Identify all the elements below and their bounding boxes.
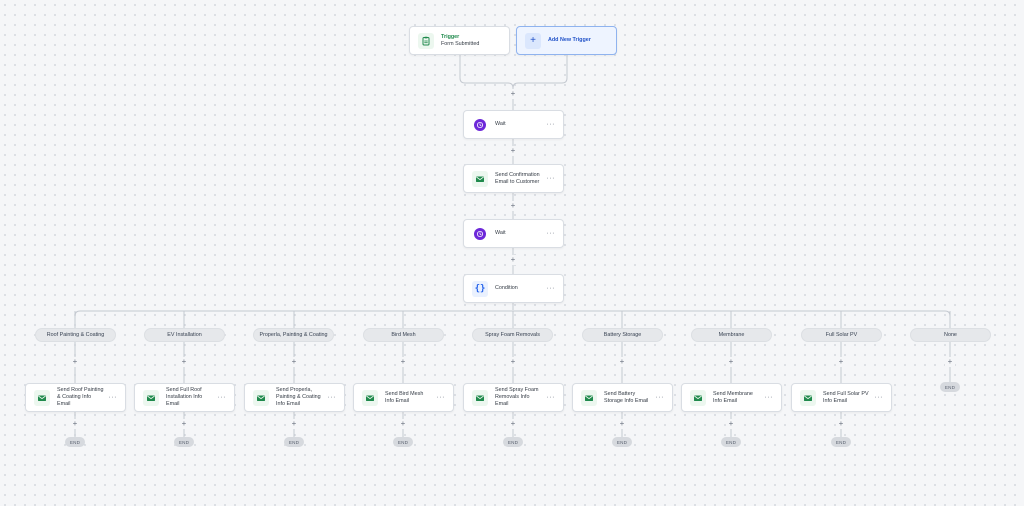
email-icon xyxy=(253,389,269,406)
email-icon xyxy=(472,389,488,406)
send-email-step[interactable]: Send Membrane Info Email ··· xyxy=(681,383,782,412)
trigger-type-label: Trigger xyxy=(441,33,460,40)
add-step-button[interactable]: + xyxy=(70,419,80,429)
step-label: Send Full Roof Installation Info Email xyxy=(166,387,203,407)
end-marker: END xyxy=(174,437,194,447)
send-email-step[interactable]: Send Bird Mesh Info Email ··· xyxy=(353,383,454,412)
add-step-button[interactable]: + xyxy=(398,357,408,367)
branch-condition-pill[interactable]: Bird Mesh xyxy=(363,328,444,342)
branch-condition-pill[interactable]: Properla, Painting & Coating xyxy=(253,328,334,342)
wait-step[interactable]: Wait ··· xyxy=(463,110,564,139)
end-marker: END xyxy=(721,437,741,447)
add-step-button[interactable]: + xyxy=(726,357,736,367)
more-options-icon[interactable]: ··· xyxy=(764,394,773,401)
more-options-icon[interactable]: ··· xyxy=(546,285,555,292)
plus-icon: + xyxy=(525,32,541,49)
add-step-button[interactable]: + xyxy=(508,89,518,99)
add-step-button[interactable]: + xyxy=(945,357,955,367)
connector-line xyxy=(459,55,514,89)
step-label: Wait xyxy=(495,230,506,236)
step-label: Send Spray Foam Removals Info Email xyxy=(495,387,539,407)
add-step-button[interactable]: + xyxy=(726,419,736,429)
add-step-button[interactable]: + xyxy=(179,419,189,429)
step-label: Send Battery Storage Info Email xyxy=(604,390,649,404)
step-label: Wait xyxy=(495,121,506,127)
email-icon xyxy=(34,389,50,406)
more-options-icon[interactable]: ··· xyxy=(655,394,664,401)
add-step-button[interactable]: + xyxy=(289,357,299,367)
send-email-step[interactable]: Send Properla, Painting & Coating Info E… xyxy=(244,383,345,412)
add-step-button[interactable]: + xyxy=(70,357,80,367)
clock-icon xyxy=(472,117,488,133)
branch-condition-pill[interactable]: Spray Foam Removals xyxy=(472,328,553,342)
step-label: Send Full Solar PV Info Email xyxy=(823,390,869,404)
send-email-step[interactable]: Send Battery Storage Info Email ··· xyxy=(572,383,673,412)
email-icon xyxy=(690,389,706,406)
branch-condition-pill[interactable]: EV Installation xyxy=(144,328,225,342)
step-label: Send Bird Mesh Info Email xyxy=(385,390,424,404)
braces-icon: {} xyxy=(472,280,488,297)
add-step-button[interactable]: + xyxy=(179,357,189,367)
step-label: Send Confirmation Email to Customer xyxy=(495,171,540,185)
send-email-step[interactable]: Send Full Solar PV Info Email ··· xyxy=(791,383,892,412)
end-marker: END xyxy=(393,437,413,447)
branch-condition-pill[interactable]: Roof Painting & Coating xyxy=(35,328,116,342)
condition-step[interactable]: {} Condition ··· xyxy=(463,274,564,303)
clock-icon xyxy=(472,226,488,242)
branch-condition-pill[interactable]: Membrane xyxy=(691,328,772,342)
email-icon xyxy=(143,389,159,406)
add-step-button[interactable]: + xyxy=(508,357,518,367)
more-options-icon[interactable]: ··· xyxy=(546,230,555,237)
more-options-icon[interactable]: ··· xyxy=(546,175,555,182)
clipboard-icon xyxy=(418,32,434,49)
more-options-icon[interactable]: ··· xyxy=(108,394,117,401)
add-step-button[interactable]: + xyxy=(289,419,299,429)
trigger-name: Form Submitted xyxy=(441,40,480,47)
connector-line xyxy=(512,55,568,89)
end-marker: END xyxy=(612,437,632,447)
email-icon xyxy=(800,389,816,406)
email-icon xyxy=(581,389,597,406)
add-step-button[interactable]: + xyxy=(508,146,518,156)
email-icon xyxy=(362,389,378,406)
end-marker: END xyxy=(940,382,960,392)
send-email-step[interactable]: Send Full Roof Installation Info Email ·… xyxy=(134,383,235,412)
branch-condition-pill[interactable]: Full Solar PV xyxy=(801,328,882,342)
branch-condition-pill[interactable]: Battery Storage xyxy=(582,328,663,342)
branch-condition-pill[interactable]: None xyxy=(910,328,991,342)
more-options-icon[interactable]: ··· xyxy=(327,394,336,401)
add-step-button[interactable]: + xyxy=(836,419,846,429)
more-options-icon[interactable]: ··· xyxy=(874,394,883,401)
end-marker: END xyxy=(831,437,851,447)
more-options-icon[interactable]: ··· xyxy=(436,394,445,401)
end-marker: END xyxy=(503,437,523,447)
add-step-button[interactable]: + xyxy=(617,357,627,367)
add-step-button[interactable]: + xyxy=(508,255,518,265)
step-label: Send Roof Painting & Coating Info Email xyxy=(57,387,104,407)
end-marker: END xyxy=(284,437,304,447)
step-label: Send Properla, Painting & Coating Info E… xyxy=(276,387,321,407)
send-confirmation-email-step[interactable]: Send Confirmation Email to Customer ··· xyxy=(463,164,564,193)
trigger-node[interactable]: Trigger Form Submitted xyxy=(409,26,510,55)
send-email-step[interactable]: Send Roof Painting & Coating Info Email … xyxy=(25,383,126,412)
add-step-button[interactable]: + xyxy=(508,419,518,429)
more-options-icon[interactable]: ··· xyxy=(546,394,555,401)
step-label: Condition xyxy=(495,285,518,291)
wait-step[interactable]: Wait ··· xyxy=(463,219,564,248)
add-step-button[interactable]: + xyxy=(617,419,627,429)
end-marker: END xyxy=(65,437,85,447)
add-new-trigger-label: Add New Trigger xyxy=(548,37,591,43)
add-step-button[interactable]: + xyxy=(398,419,408,429)
add-new-trigger-button[interactable]: + Add New Trigger xyxy=(516,26,617,55)
add-step-button[interactable]: + xyxy=(508,201,518,211)
more-options-icon[interactable]: ··· xyxy=(217,394,226,401)
add-step-button[interactable]: + xyxy=(836,357,846,367)
more-options-icon[interactable]: ··· xyxy=(546,121,555,128)
send-email-step[interactable]: Send Spray Foam Removals Info Email ··· xyxy=(463,383,564,412)
step-label: Send Membrane Info Email xyxy=(713,390,753,404)
email-icon xyxy=(472,170,488,187)
